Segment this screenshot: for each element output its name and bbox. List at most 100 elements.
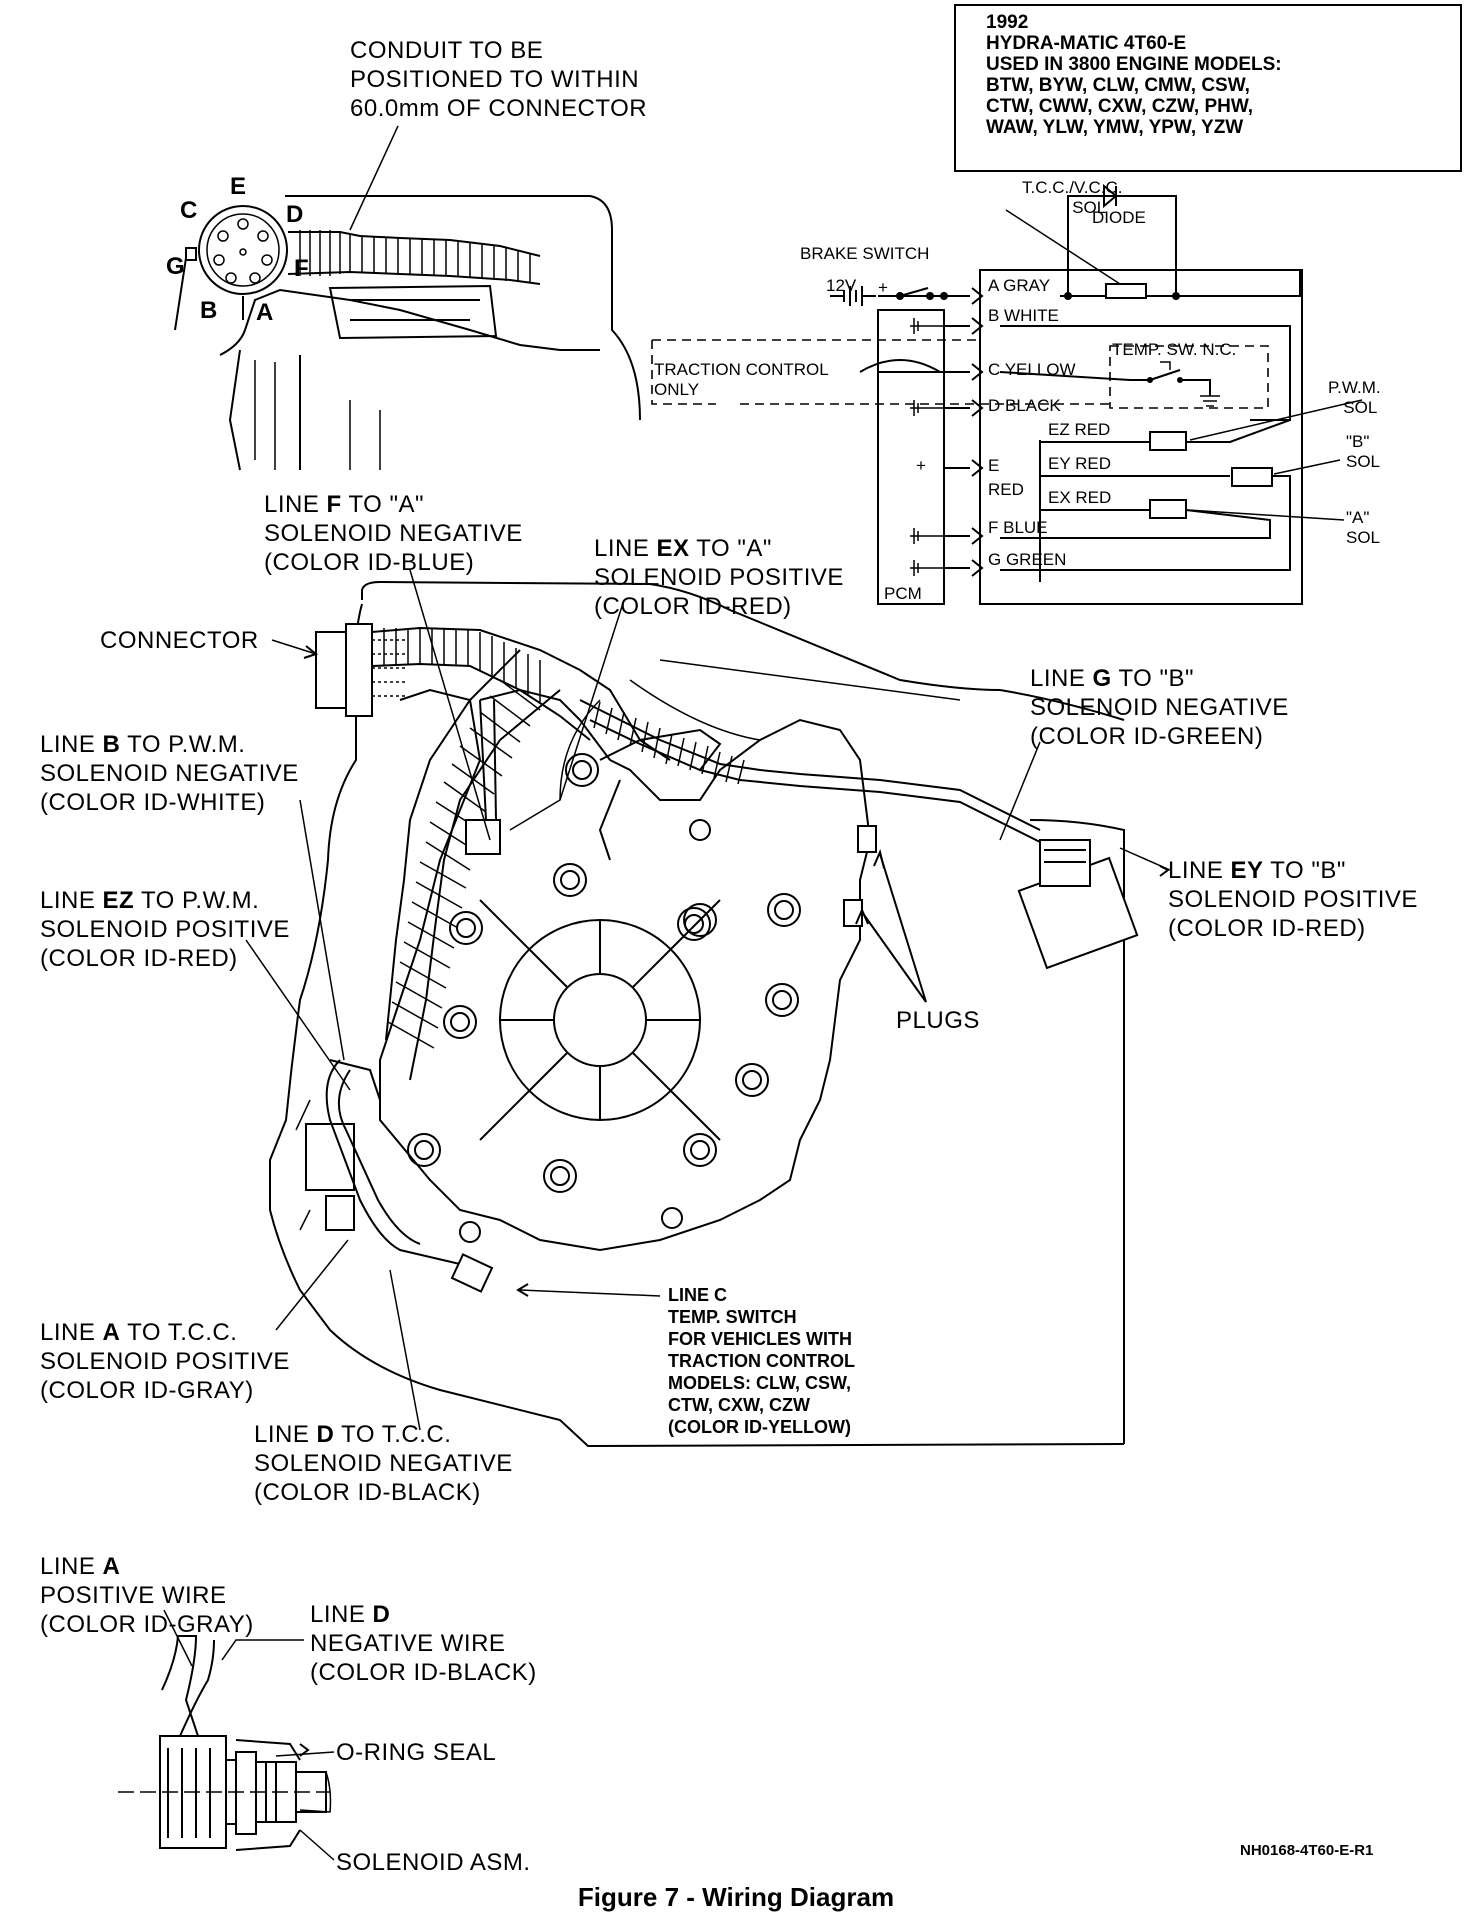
callout-line-f-target: TO "A"	[341, 491, 425, 518]
oring-seal-label: O-RING SEAL	[336, 1739, 497, 1766]
detail-line-a: LINE A POSITIVE WIRE (COLOR ID-GRAY)	[40, 1552, 254, 1639]
connector-label: CONNECTOR	[100, 627, 259, 654]
callout-line-a-desc: SOLENOID POSITIVE	[40, 1348, 290, 1375]
transmission-drawing	[269, 580, 1139, 1448]
callout-line-c: LINE C TEMP. SWITCH FOR VEHICLES WITH TR…	[668, 1284, 855, 1438]
ex-red-label: EX RED	[1048, 488, 1112, 507]
callout-line-b: LINE B TO P.W.M. SOLENOID NEGATIVE (COLO…	[40, 730, 299, 817]
detail-line-d-color: (COLOR ID-BLACK)	[310, 1659, 537, 1686]
conduit-note-line3: 60.0mm OF CONNECTOR	[350, 95, 648, 122]
detail-line-d-prefix: LINE	[310, 1601, 373, 1628]
temp-switch-label: TEMP. SW. N.C.	[1112, 340, 1237, 359]
pcm-plus-label: +	[916, 456, 926, 475]
reference-code: NH0168-4T60-E-R1	[1240, 1842, 1374, 1859]
callout-line-f: LINE F TO "A" SOLENOID NEGATIVE (COLOR I…	[264, 490, 523, 577]
pin-letter-c: C	[180, 197, 198, 224]
callout-line-g-id: G	[1092, 665, 1112, 692]
callout-line-d-id: D	[316, 1421, 335, 1448]
pin-letter-f: F	[294, 255, 310, 282]
callout-line-b-target: TO P.W.M.	[120, 731, 246, 758]
ey-red-label: EY RED	[1048, 454, 1111, 473]
detail-line-d-id: D	[372, 1601, 391, 1628]
callout-leaders	[245, 569, 1171, 1431]
callout-line-ez-id: EZ	[102, 887, 135, 914]
callout-line-c-desc: TEMP. SWITCH	[668, 1307, 797, 1327]
wire-f-label: F BLUE	[988, 518, 1048, 537]
callout-line-ex: LINE EX TO "A" SOLENOID POSITIVE (COLOR …	[594, 534, 844, 621]
detail-line-a-desc: POSITIVE WIRE	[40, 1582, 227, 1609]
callout-line-c-prefix: LINE	[668, 1285, 715, 1305]
callout-line-c-models1: MODELS: CLW, CSW,	[668, 1373, 851, 1393]
b-sol-label-line2: SOL	[1346, 452, 1381, 471]
callout-line-g-desc: SOLENOID NEGATIVE	[1030, 694, 1289, 721]
callout-line-c-id: C	[714, 1285, 728, 1305]
ez-red-label: EZ RED	[1048, 420, 1111, 439]
traction-control-label-line2: ONLY	[654, 380, 700, 399]
callout-line-b-color: (COLOR ID-WHITE)	[40, 789, 266, 816]
callout-line-ey-id: EY	[1230, 857, 1264, 884]
callout-line-c-models2: CTW, CXW, CZW	[668, 1395, 810, 1415]
callout-line-a-target: TO T.C.C.	[120, 1319, 238, 1346]
main-connector-drawing	[271, 623, 408, 717]
callout-line-g-color: (COLOR ID-GREEN)	[1030, 723, 1264, 750]
callout-line-a-prefix: LINE	[40, 1319, 103, 1346]
a-sol-label-line2: SOL	[1346, 528, 1381, 547]
callout-line-ey-prefix: LINE	[1168, 857, 1231, 884]
callout-line-ez: LINE EZ TO P.W.M. SOLENOID POSITIVE (COL…	[40, 886, 290, 973]
callout-line-f-color: (COLOR ID-BLUE)	[264, 549, 475, 576]
figure-caption: Figure 7 - Wiring Diagram	[577, 1882, 895, 1912]
tcc-sol-label: T.C.C./V.C.C. SOL	[1022, 178, 1122, 218]
conduit-note-line2: POSITIONED TO WITHIN	[350, 66, 640, 93]
callout-line-ey-target: TO "B"	[1263, 857, 1346, 884]
callout-line-f-prefix: LINE	[264, 491, 327, 518]
callout-line-c-vehicles: FOR VEHICLES WITH	[668, 1329, 852, 1349]
callout-line-f-id: F	[326, 491, 342, 518]
callout-line-d-prefix: LINE	[254, 1421, 317, 1448]
brake-switch-label: BRAKE SWITCH	[800, 244, 930, 263]
pin-letter-a: A	[256, 299, 274, 326]
a-sol-label-line1: "A"	[1346, 508, 1370, 527]
wire-e-label: E	[988, 456, 1000, 475]
detail-line-a-prefix: LINE	[40, 1553, 103, 1580]
detail-line-a-id: A	[102, 1553, 121, 1580]
callout-line-ex-desc: SOLENOID POSITIVE	[594, 564, 844, 591]
diode-label: DIODE	[1092, 208, 1146, 227]
callout-line-d-desc: SOLENOID NEGATIVE	[254, 1450, 513, 1477]
harness-conduit	[371, 626, 1139, 1081]
a-sol-label: "A" SOL	[1346, 508, 1380, 548]
wire-b-label: B WHITE	[988, 306, 1059, 325]
callout-line-g-target: TO "B"	[1111, 665, 1195, 692]
callout-line-ey-desc: SOLENOID POSITIVE	[1168, 886, 1418, 913]
callout-line-c-traction: TRACTION CONTROL	[668, 1351, 855, 1371]
callout-line-ez-prefix: LINE	[40, 887, 103, 914]
callout-line-g-prefix: LINE	[1030, 665, 1093, 692]
info-models-line3: WAW, YLW, YMW, YPW, YZW	[986, 117, 1244, 138]
callout-line-ez-target: TO P.W.M.	[134, 887, 260, 914]
callout-line-b-prefix: LINE	[40, 731, 103, 758]
callout-line-c-color: (COLOR ID-YELLOW)	[668, 1417, 851, 1437]
pin-letter-b: B	[200, 297, 218, 324]
pin-letter-e: E	[230, 173, 247, 200]
callout-line-ex-prefix: LINE	[594, 535, 657, 562]
wire-a-label: A GRAY	[988, 276, 1051, 295]
tcc-sol-label-line1: T.C.C./V.C.C.	[1022, 178, 1123, 197]
callout-line-ex-target: TO "A"	[689, 535, 772, 562]
info-models-line1: BTW, BYW, CLW, CMW, CSW,	[986, 75, 1250, 96]
detail-line-d-desc: NEGATIVE WIRE	[310, 1630, 506, 1657]
info-model: HYDRA-MATIC 4T60-E	[986, 33, 1187, 54]
conduit-note: CONDUIT TO BE POSITIONED TO WITHIN 60.0m…	[350, 36, 647, 123]
callout-line-ez-desc: SOLENOID POSITIVE	[40, 916, 290, 943]
solenoid-asm-label: SOLENOID ASM.	[336, 1849, 531, 1876]
callout-line-g: LINE G TO "B" SOLENOID NEGATIVE (COLOR I…	[1030, 664, 1289, 751]
callout-line-ex-color: (COLOR ID-RED)	[594, 593, 792, 620]
model-info-box: 1992 HYDRA-MATIC 4T60-E USED IN 3800 ENG…	[954, 4, 1462, 172]
callout-line-ex-id: EX	[656, 535, 690, 562]
callout-line-b-desc: SOLENOID NEGATIVE	[40, 760, 299, 787]
callout-line-ey: LINE EY TO "B" SOLENOID POSITIVE (COLOR …	[1168, 856, 1418, 943]
callout-line-a-id: A	[102, 1319, 121, 1346]
callout-line-ey-color: (COLOR ID-RED)	[1168, 915, 1366, 942]
conduit-note-line1: CONDUIT TO BE	[350, 37, 544, 64]
detail-line-d: LINE D NEGATIVE WIRE (COLOR ID-BLACK)	[310, 1600, 537, 1687]
